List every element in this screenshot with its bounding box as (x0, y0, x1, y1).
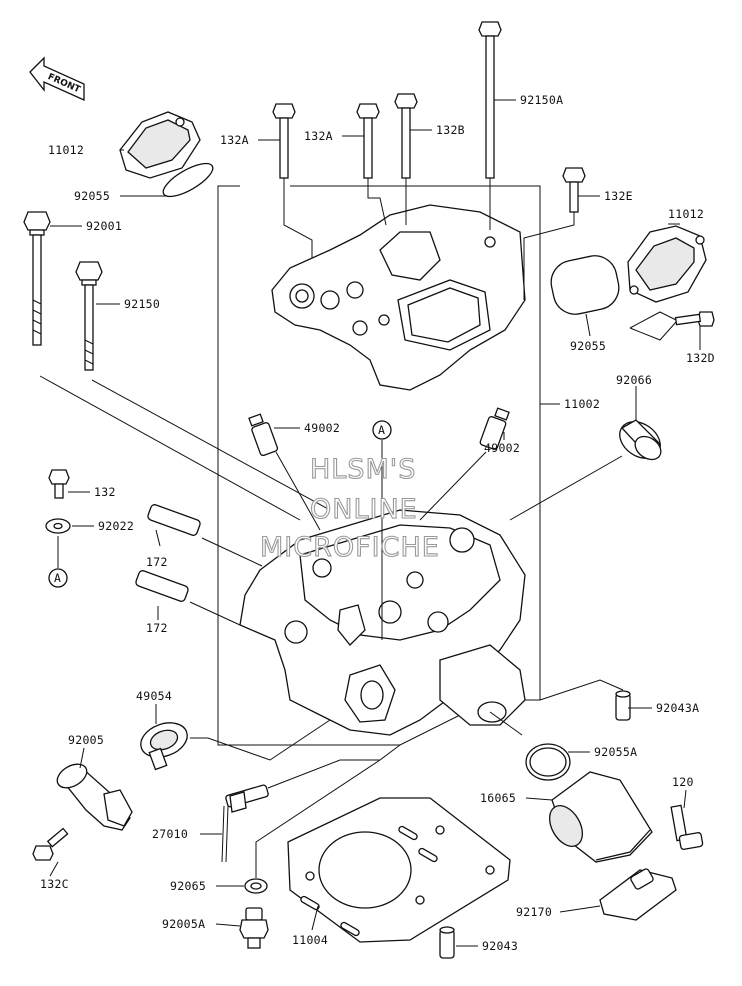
label-92022: 92022 (98, 519, 134, 533)
label-11012-b: 11012 (668, 207, 704, 221)
label-120: 120 (672, 775, 694, 789)
bolt-92150 (75, 261, 103, 371)
lifter-49002-right (479, 407, 510, 450)
gasket-92055-left (162, 162, 214, 198)
o-ring-92055a (525, 743, 571, 781)
ref-a-top: A (372, 420, 392, 440)
cover-11012-left (119, 111, 201, 179)
head-gasket-11004 (287, 797, 511, 943)
dowel-92043a (615, 690, 631, 721)
label-132d: 132D (686, 351, 715, 365)
label-92055-b: 92055 (570, 339, 606, 353)
label-92066: 92066 (616, 373, 652, 387)
ref-a-left-label: A (54, 571, 61, 585)
label-92001: 92001 (86, 219, 122, 233)
lifter-49002-left (248, 413, 279, 457)
bolt-132b (394, 93, 418, 179)
washer-92022 (45, 518, 71, 534)
bolt-132d (674, 311, 715, 327)
label-92150a: 92150A (520, 93, 563, 107)
label-49002-a: 49002 (304, 421, 340, 435)
label-92065: 92065 (170, 879, 206, 893)
watermark-line-3: MICROFICHE (260, 532, 440, 563)
label-132: 132 (94, 485, 116, 499)
bolt-132a-2 (356, 103, 380, 179)
intake-16065 (548, 771, 653, 863)
cylinder-head-cover (271, 204, 526, 391)
bolt-132 (48, 469, 70, 499)
label-49002-b: 49002 (484, 441, 520, 455)
label-92043: 92043 (482, 939, 518, 953)
label-92005a: 92005A (162, 917, 205, 931)
label-172-b: 172 (146, 621, 168, 635)
cap-92066 (619, 419, 662, 461)
cylinder-head (239, 509, 526, 736)
dowel-92043 (439, 926, 455, 959)
label-132b: 132B (436, 123, 465, 137)
dowel-172-a (147, 504, 201, 536)
pipe-92005 (56, 763, 133, 831)
label-11004: 11004 (292, 933, 328, 947)
label-11012-a: 11012 (48, 143, 84, 157)
label-92055a: 92055A (594, 745, 637, 759)
watermark-line-2: ONLINE (310, 494, 418, 525)
label-11002: 11002 (564, 397, 600, 411)
assembly-frame (217, 185, 541, 746)
label-92170: 92170 (516, 905, 552, 919)
dowel-172-b (135, 570, 189, 602)
label-92005: 92005 (68, 733, 104, 747)
label-27010: 27010 (152, 827, 188, 841)
front-arrow-icon: FRONT (29, 56, 85, 102)
cover-11012-right (627, 225, 707, 303)
thermostat-49054 (140, 722, 188, 771)
fitting-92005a (239, 907, 269, 949)
clamp-92170 (599, 868, 677, 921)
label-132a-1: 132A (220, 133, 249, 147)
bolt-92001 (23, 211, 51, 346)
label-49054: 49054 (136, 689, 172, 703)
spark-plug-27010 (221, 784, 269, 863)
label-92043a: 92043A (656, 701, 699, 715)
bolt-132e (562, 167, 586, 213)
label-132a-2: 132A (304, 129, 333, 143)
bolt-132c (32, 827, 69, 861)
watermark: HLSM'S ONLINE MICROFICHE (259, 453, 440, 563)
label-132c: 132C (40, 877, 69, 891)
ref-a-left: A (48, 568, 68, 588)
label-132e: 132E (604, 189, 633, 203)
bolt-132a-1 (272, 103, 296, 179)
label-16065: 16065 (480, 791, 516, 805)
ref-a-top-label: A (378, 423, 385, 437)
gasket-92055-right (550, 255, 620, 315)
label-172-a: 172 (146, 555, 168, 569)
label-92150: 92150 (124, 297, 160, 311)
watermark-line-1: HLSM'S (310, 454, 416, 485)
screw-120 (670, 804, 704, 850)
washer-92065 (244, 878, 268, 894)
label-92055-a: 92055 (74, 189, 110, 203)
